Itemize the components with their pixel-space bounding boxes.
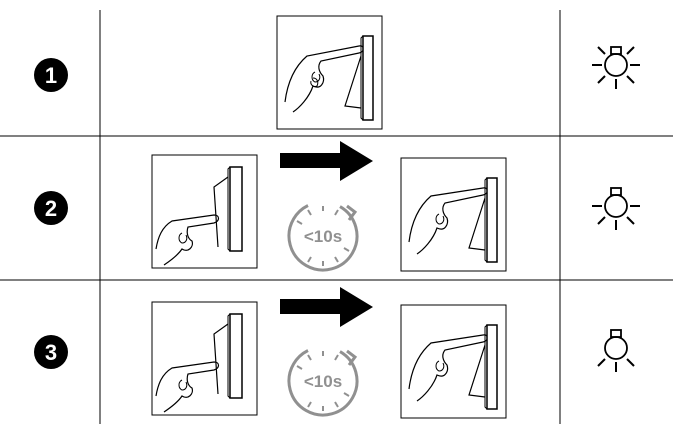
press-switch-alt-illustration — [151, 301, 258, 416]
press-switch-illustration — [400, 304, 507, 419]
switch-icon — [468, 324, 498, 410]
switch-icon — [213, 313, 243, 399]
arrow-right-icon — [280, 141, 373, 181]
hand-icon — [155, 214, 220, 266]
switch-icon — [344, 35, 374, 121]
timer-icon: <10s — [287, 200, 359, 272]
light-on-icon — [597, 329, 635, 372]
timer-icon: <10s — [287, 345, 359, 417]
light-blink-icon — [592, 46, 640, 89]
light-blink-icon — [592, 187, 640, 230]
switch-icon — [468, 177, 498, 263]
press-switch-illustration — [276, 15, 383, 130]
hand-icon — [284, 45, 365, 113]
step-row-2: 2 <10s — [34, 141, 640, 272]
timer-label: <10s — [304, 227, 342, 246]
step-number: 1 — [45, 63, 57, 88]
hand-icon — [155, 361, 220, 413]
hand-icon — [408, 334, 489, 402]
step-row-3: 3 <10s — [34, 287, 635, 419]
step-row-1: 1 — [34, 15, 640, 130]
switch-icon — [213, 166, 243, 252]
step-number: 3 — [45, 340, 57, 365]
press-switch-illustration — [400, 157, 507, 272]
step-number-badge: 2 — [34, 191, 68, 225]
step-number: 2 — [45, 196, 57, 221]
arrow-right-icon — [280, 287, 373, 327]
press-switch-alt-illustration — [151, 154, 258, 269]
timer-label: <10s — [304, 372, 342, 391]
hand-icon — [408, 187, 489, 255]
step-number-badge: 1 — [34, 58, 68, 92]
step-number-badge: 3 — [34, 335, 68, 369]
